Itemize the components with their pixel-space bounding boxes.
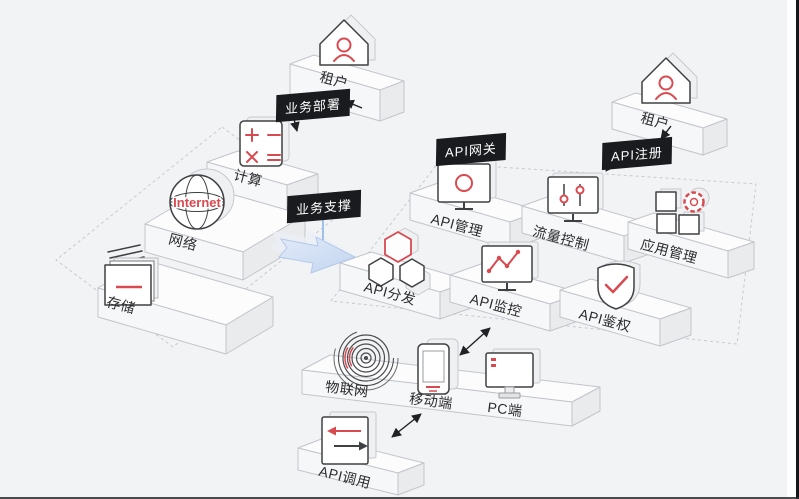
arrow-gateway-devices xyxy=(459,327,491,356)
documents-icon xyxy=(104,244,159,306)
arrow-devices-apicall xyxy=(391,413,422,438)
rings-icon xyxy=(333,325,399,391)
label-pc: PC端 xyxy=(486,398,524,420)
monitor-chart-icon xyxy=(481,241,539,291)
arrow-deploy-to-compute xyxy=(290,118,300,132)
monitor-circle-icon xyxy=(437,159,497,210)
calculator-icon xyxy=(239,116,290,167)
arrow-tenant-to-register xyxy=(660,125,672,140)
shield-check-icon xyxy=(597,260,641,310)
internet-globe-label: Internet xyxy=(173,195,221,210)
document-arrows-icon xyxy=(321,411,377,465)
house-user-icon xyxy=(641,52,698,104)
smartphone-icon xyxy=(417,338,459,395)
hexagons-icon xyxy=(368,227,431,296)
desktop-icon xyxy=(485,348,541,399)
monitor-sliders-icon xyxy=(547,172,604,222)
platform-tenant-right xyxy=(611,92,728,156)
internet-globe-icon: Internet xyxy=(169,168,235,230)
house-user-icon xyxy=(319,14,376,66)
app-grid-gear-icon xyxy=(655,187,710,235)
support-flow-arrow xyxy=(269,219,357,274)
api-gateway-region-outline xyxy=(330,162,757,345)
